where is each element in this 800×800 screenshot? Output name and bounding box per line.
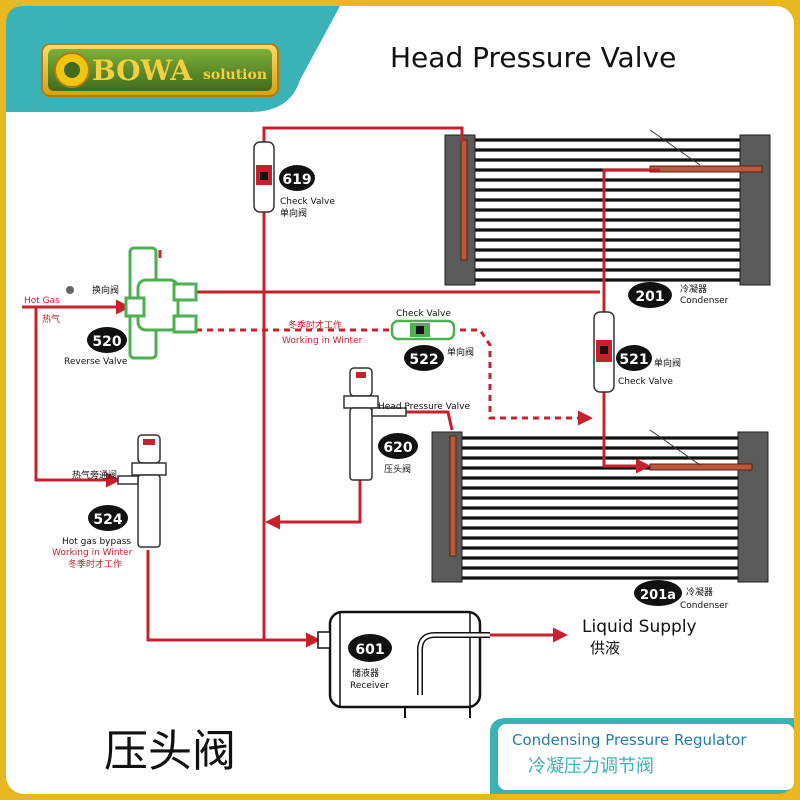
label-hot-gas-cn: 热气 — [42, 313, 60, 325]
winter-dashed-line — [196, 328, 593, 426]
white-panel — [6, 6, 794, 794]
label-524-cn: 热气旁通阀 — [72, 469, 117, 481]
svg-text:601: 601 — [355, 642, 384, 658]
svg-text:201a: 201a — [640, 588, 676, 603]
label-hot-gas-en: Hot Gas — [24, 296, 60, 306]
badge-521: 521 — [616, 345, 652, 371]
label-201-en: Condenser — [680, 296, 729, 306]
logo-sub: solution — [203, 67, 267, 83]
hot-gas-bypass-valve-524 — [117, 434, 167, 548]
sensor-icon — [66, 286, 74, 294]
liquid-supply-en: Liquid Supply — [582, 617, 697, 637]
label-619-cn: 单向阀 — [280, 207, 307, 219]
page-title: Head Pressure Valve — [390, 41, 676, 74]
label-winter-cn: 冬季时才工作 — [288, 319, 342, 331]
label-620-en: Head Pressure Valve — [378, 402, 470, 412]
svg-text:520: 520 — [92, 334, 121, 350]
label-524-winter-en: Working in Winter — [52, 548, 133, 558]
svg-text:620: 620 — [383, 440, 412, 456]
svg-text:619: 619 — [282, 172, 311, 188]
svg-text:522: 522 — [409, 352, 438, 368]
label-601-en: Receiver — [350, 681, 389, 691]
svg-text:201: 201 — [635, 289, 664, 305]
condenser-201-outlet-tube — [649, 165, 763, 173]
bowa-logo: BOWA solution — [41, 43, 279, 97]
receiver-601 — [317, 610, 490, 718]
badge-620: 620 — [378, 433, 418, 459]
label-520-en: Reverse Valve — [64, 357, 128, 367]
svg-text:524: 524 — [93, 512, 122, 528]
badge-601: 601 — [348, 634, 392, 662]
label-201a-en: Condenser — [680, 601, 729, 611]
label-201a-cn: 冷凝器 — [686, 586, 713, 598]
badge-524: 524 — [88, 505, 128, 531]
label-522-cn: 单向阀 — [447, 346, 474, 358]
head-pressure-valve-620 — [343, 367, 407, 481]
footer-regulator-en: Condensing Pressure Regulator — [512, 731, 747, 749]
label-620-cn: 压头阀 — [384, 464, 411, 475]
condenser-201a — [431, 429, 769, 583]
badge-619: 619 — [279, 165, 315, 191]
condenser-201 — [444, 129, 771, 286]
logo-text: BOWA — [92, 54, 193, 87]
svg-text:521: 521 — [619, 352, 648, 368]
badge-520: 520 — [87, 327, 127, 353]
badge-201: 201 — [628, 282, 672, 308]
label-619-en: Check Valve — [280, 197, 335, 207]
footer-big-cn: 压头阀 — [104, 726, 236, 777]
label-201-cn: 冷凝器 — [680, 283, 707, 295]
reverse-valve-520 — [66, 246, 198, 360]
website-link[interactable]: www.bowasolution.com — [572, 699, 760, 718]
label-601-cn: 储液器 — [352, 667, 379, 679]
check-valve-619 — [253, 141, 275, 213]
check-valve-522 — [390, 319, 456, 341]
label-winter-en: Working in Winter — [282, 336, 363, 346]
label-524-en: Hot gas bypass — [62, 537, 131, 547]
label-522-en: Check Valve — [396, 309, 451, 319]
badge-522: 522 — [404, 345, 444, 371]
label-521-cn: 单向阀 — [654, 357, 681, 369]
check-valve-521 — [593, 311, 615, 393]
footer-regulator-cn: 冷凝压力调节阀 — [528, 756, 654, 777]
liquid-supply-cn: 供液 — [590, 639, 620, 657]
label-524-winter-cn: 冬季时才工作 — [68, 558, 122, 570]
label-521-en: Check Valve — [618, 377, 673, 387]
footer-card — [498, 724, 794, 790]
badge-201a: 201a — [634, 580, 682, 606]
label-520-cn: 换向阀 — [92, 284, 119, 296]
